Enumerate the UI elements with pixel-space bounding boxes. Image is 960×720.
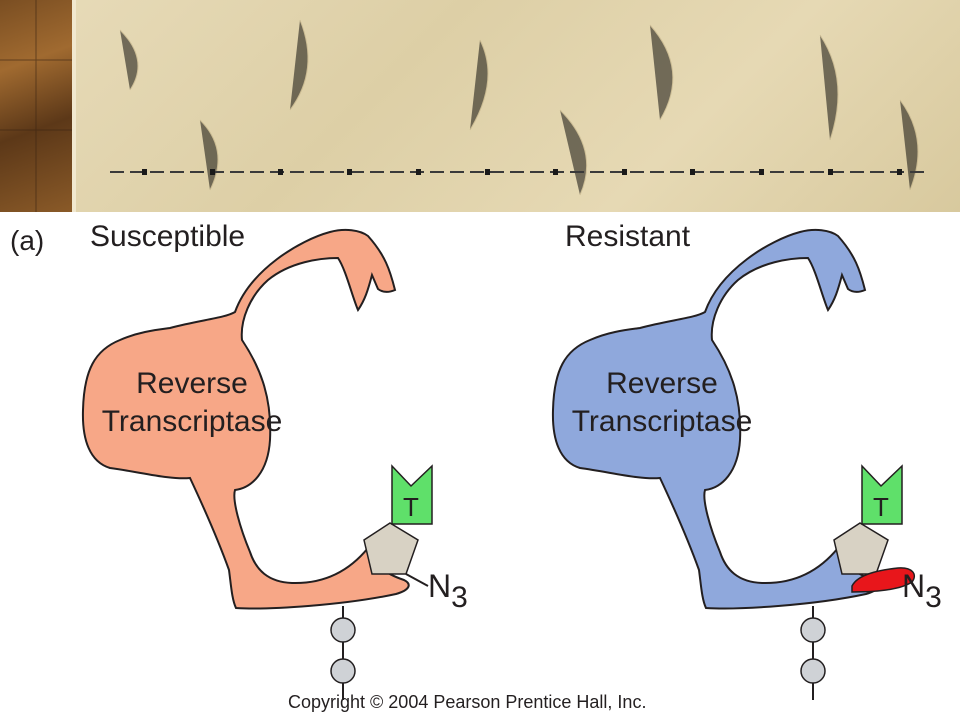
azido-symbol: N <box>902 568 926 604</box>
resistant-phosphate-2 <box>800 658 826 684</box>
header-strip-border <box>72 0 76 212</box>
susceptible-title: Susceptible <box>90 220 246 253</box>
susceptible-azido-bond <box>405 573 429 587</box>
susceptible-phosphate-1 <box>330 617 356 643</box>
panel-label: (a) <box>10 225 45 256</box>
susceptible-sugar-pentagon <box>363 522 419 575</box>
enzyme-label-line2: Transcriptase <box>101 405 283 438</box>
header-dashed-rule <box>110 169 930 175</box>
slide-header-background <box>0 0 960 212</box>
susceptible-thymine-label: T <box>403 492 419 522</box>
enzyme-label-line1: Reverse <box>136 367 248 400</box>
resistance-mutation-bump <box>851 567 916 593</box>
azido-subscript: 3 <box>925 581 942 614</box>
enzyme-label-line2: Transcriptase <box>571 405 753 438</box>
resistant-azido-label: N3 <box>902 568 942 615</box>
resistant-thymine-label: T <box>873 492 889 522</box>
resistant-phosphate-1 <box>800 617 826 643</box>
susceptible-phosphate-2 <box>330 658 356 684</box>
susceptible-enzyme-label: Reverse Transcriptase <box>82 365 302 441</box>
enzyme-label-line1: Reverse <box>606 367 718 400</box>
copyright-notice: Copyright © 2004 Pearson Prentice Hall, … <box>288 692 647 712</box>
resistant-enzyme-label: Reverse Transcriptase <box>552 365 772 441</box>
resistant-enzyme-shape <box>551 228 880 610</box>
susceptible-thymine-base <box>391 464 433 525</box>
resistant-thymine-base <box>861 464 903 525</box>
susceptible-enzyme-shape <box>81 228 410 610</box>
resistant-title: Resistant <box>565 220 691 253</box>
header-texture <box>0 0 919 212</box>
susceptible-azido-label: N3 <box>428 568 468 615</box>
azido-subscript: 3 <box>451 581 468 614</box>
azido-symbol: N <box>428 568 452 604</box>
resistant-sugar-pentagon <box>833 522 889 575</box>
